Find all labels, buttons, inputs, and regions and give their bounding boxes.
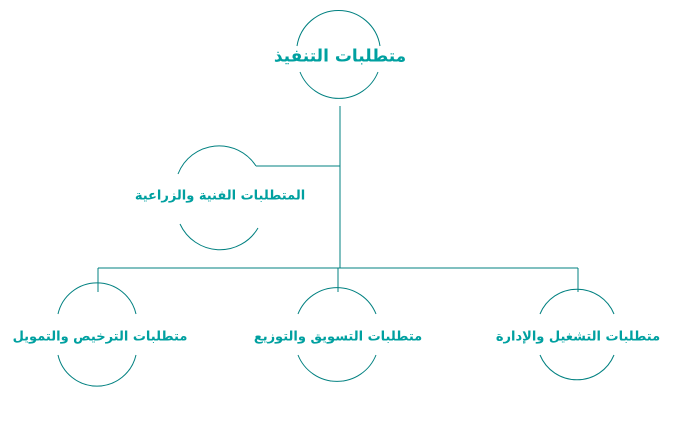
child-node-2-arc-top [297, 287, 377, 315]
side-node-arc-top [177, 145, 257, 175]
side-node-arc-bottom [179, 223, 259, 251]
root-node-arc-bottom [299, 71, 379, 99]
child-node-2-label: متطلبات التسويق والتوزيع [253, 329, 423, 345]
child-node-3-arc-top [57, 282, 137, 315]
child-node-1-arc-bottom [539, 354, 615, 381]
child-node-1-label: متطلبات التشغيل والإدارة [495, 329, 661, 345]
root-node-arc-top [296, 10, 381, 47]
child-node-3-label: متطلبات الترخيص والتمويل [12, 329, 188, 345]
child-node-2-arc-bottom [297, 354, 377, 382]
root-node-label: متطلبات التنفيذ [273, 46, 407, 67]
child-node-1-arc-top [539, 288, 615, 315]
child-node-3-arc-bottom [57, 354, 137, 387]
side-node-label: المتطلبات الفنية والزراعية [134, 188, 306, 204]
